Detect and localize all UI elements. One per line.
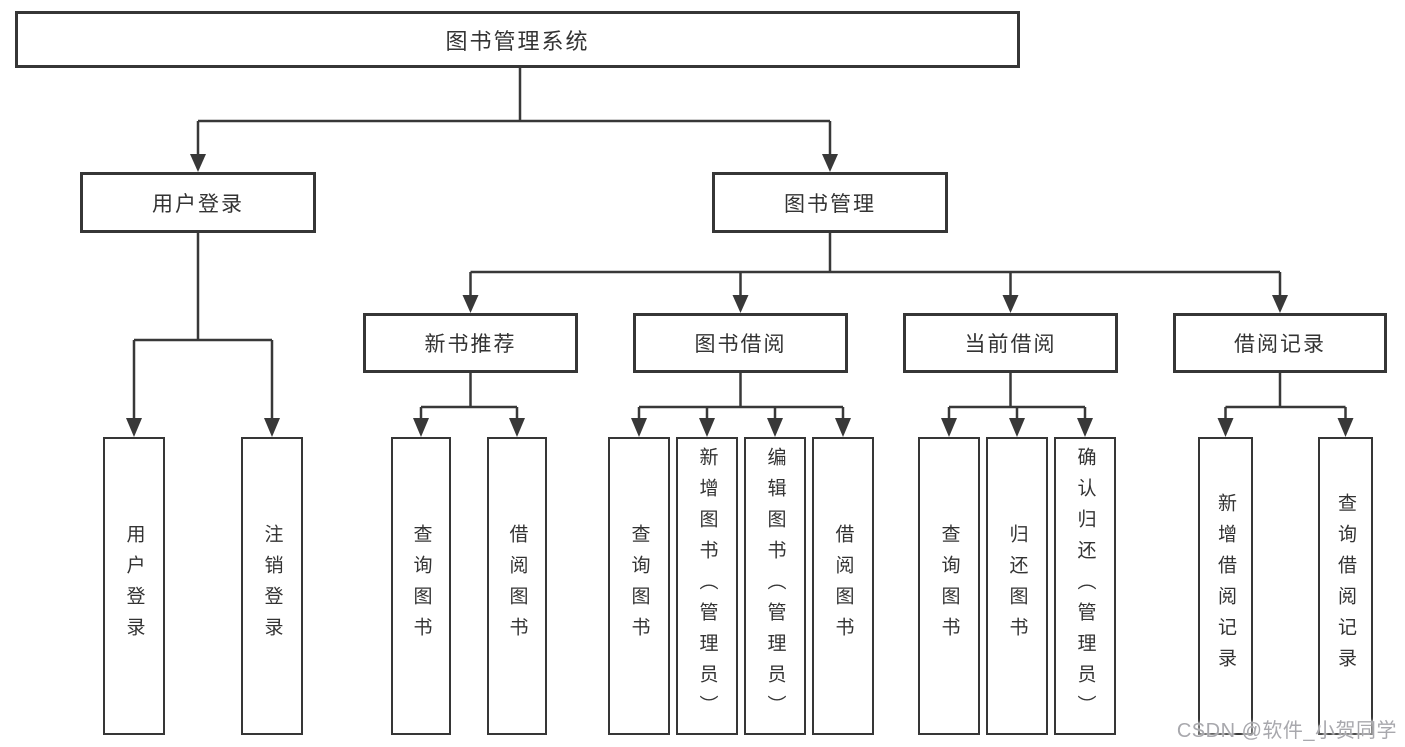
node-book-management: 图书管理 xyxy=(712,172,948,233)
node-leaf-return-books: 归还图书 xyxy=(986,437,1048,735)
node-book-borrow: 图书借阅 xyxy=(633,313,848,373)
node-new-book-recommend: 新书推荐 xyxy=(363,313,578,373)
node-leaf-confirm-return-admin: 确认归还（管理员） xyxy=(1054,437,1116,735)
node-current-borrow: 当前借阅 xyxy=(903,313,1118,373)
node-user-login: 用户登录 xyxy=(80,172,316,233)
node-leaf-logout: 注销登录 xyxy=(241,437,303,735)
arrowheads xyxy=(126,154,1354,437)
tree-edges xyxy=(132,68,1347,421)
csdn-watermark: CSDN @软件_小贺同学 xyxy=(1176,720,1397,742)
node-leaf-user-login: 用户登录 xyxy=(103,437,165,735)
node-leaf-borrow-books-newbook: 借阅图书 xyxy=(487,437,547,735)
node-leaf-add-borrow-record: 新增借阅记录 xyxy=(1198,437,1253,735)
node-library-system: 图书管理系统 xyxy=(15,11,1020,68)
node-leaf-query-books-current: 查询图书 xyxy=(918,437,980,735)
node-leaf-query-books-newbook: 查询图书 xyxy=(391,437,451,735)
node-borrow-records: 借阅记录 xyxy=(1173,313,1387,373)
node-leaf-query-borrow-record: 查询借阅记录 xyxy=(1318,437,1373,735)
node-leaf-edit-books-admin: 编辑图书（管理员） xyxy=(744,437,806,735)
node-leaf-add-books-admin: 新增图书（管理员） xyxy=(676,437,738,735)
node-leaf-query-books-borrow: 查询图书 xyxy=(608,437,670,735)
node-leaf-borrow-books: 借阅图书 xyxy=(812,437,874,735)
